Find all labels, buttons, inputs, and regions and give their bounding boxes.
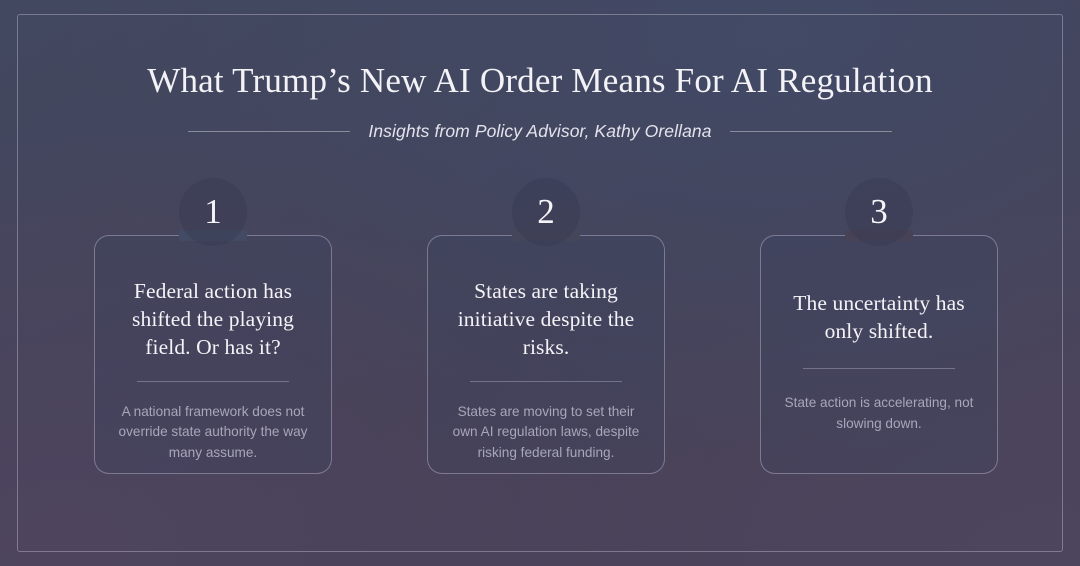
insight-card-1: 1 Federal action has shifted the playing… <box>94 178 332 474</box>
badge-notch <box>845 230 913 241</box>
card-number-label: 3 <box>870 191 888 231</box>
subtitle-text: Insights from Policy Advisor, Kathy Orel… <box>368 121 712 141</box>
card-heading: Federal action has shifted the playing f… <box>132 279 294 359</box>
card-number-label: 2 <box>537 191 555 231</box>
card-heading: The uncertainty has only shifted. <box>793 291 965 343</box>
subtitle-row: Insights from Policy Advisor, Kathy Orel… <box>0 121 1080 142</box>
insight-card-3: 3 The uncertainty has only shifted. Stat… <box>760 178 998 474</box>
card-number-badge: 1 <box>179 178 247 246</box>
card-body-text: A national framework does not override s… <box>118 403 308 461</box>
subtitle-rule-left <box>188 131 351 132</box>
card-divider <box>470 380 622 382</box>
insight-card-2: 2 States are taking initiative despite t… <box>427 178 665 474</box>
card-body-text: States are moving to set their own AI re… <box>452 403 640 461</box>
slide-header: What Trump’s New AI Order Means For AI R… <box>0 0 1080 142</box>
card-heading: States are taking initiative despite the… <box>457 279 635 359</box>
card-divider <box>803 367 955 369</box>
card-body-text: State action is accelerating, not slowin… <box>784 394 974 431</box>
subtitle-rule-right <box>729 131 892 132</box>
card-divider <box>137 380 289 382</box>
badge-notch <box>179 230 247 241</box>
card-number-badge: 3 <box>845 178 913 246</box>
badge-notch <box>512 230 580 241</box>
card-number-label: 1 <box>204 191 222 231</box>
insight-card-row: 1 Federal action has shifted the playing… <box>94 178 998 474</box>
card-number-badge: 2 <box>512 178 580 246</box>
page-title: What Trump’s New AI Order Means For AI R… <box>147 61 933 100</box>
